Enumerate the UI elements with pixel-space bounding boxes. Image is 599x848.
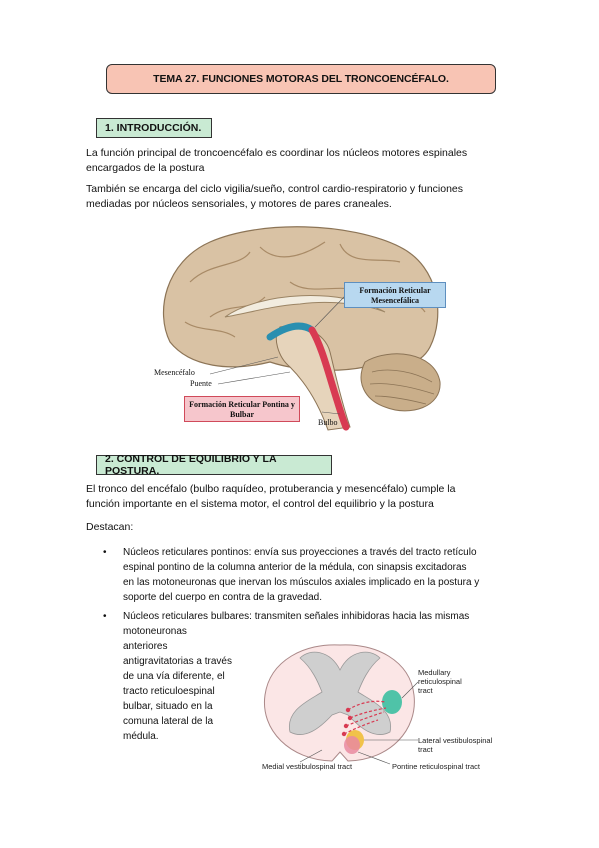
b2-line6: tracto reticuloespinal — [123, 686, 215, 697]
spinal-grey-matter — [289, 651, 391, 735]
lateral-line2: tract — [418, 745, 433, 754]
medullary-line2: reticulospinal — [418, 677, 462, 686]
medullary-line1: Medullary — [418, 668, 451, 677]
intro-p1-line1: La función principal de troncoencéfalo e… — [86, 147, 468, 159]
neuron-dot — [341, 731, 347, 737]
cerebellum-folia — [369, 369, 435, 405]
tract-projections — [343, 700, 387, 735]
b2-line8: comuna lateral de la — [123, 716, 214, 727]
label-bulbo: Bulbo — [318, 418, 338, 427]
bullet-2-continued: anteriores antigravitatorias a través de… — [123, 639, 263, 744]
cerebellum-shape — [360, 353, 441, 412]
pontine-reticulospinal-region — [344, 736, 360, 754]
bullet-dot-icon: • — [103, 611, 107, 622]
b1-line2: espinal pontino de la columna anterior d… — [123, 562, 467, 573]
label-pontine-reticulospinal: Pontine reticulospinal tract — [392, 762, 480, 771]
label-pontina-text: Formación Reticular Pontina y Bulbar — [189, 400, 295, 419]
neuron-dot — [347, 715, 353, 721]
pontine-leader — [357, 751, 391, 765]
neuron-dot — [345, 707, 351, 713]
spinal-cord-illustration — [263, 644, 419, 765]
bullet-1-row: • Núcleos reticulares pontinos: envía su… — [103, 545, 523, 605]
label-medullary-reticulospinal: Medullary reticulospinal tract — [418, 668, 462, 695]
puente-leader — [217, 371, 291, 385]
section-2-heading-text: 2. CONTROL DE EQUILIBRIO Y LA POSTURA. — [105, 453, 277, 477]
bullet-dot-icon: • — [103, 547, 107, 558]
section-2-heading: 2. CONTROL DE EQUILIBRIO Y LA POSTURA. — [96, 453, 332, 477]
b1-line4: soporte del cuerpo en contra de la grave… — [123, 592, 323, 603]
intro-paragraph-1: La función principal de troncoencéfalo e… — [86, 146, 526, 176]
b1-line1: Núcleos reticulares pontinos: envía sus … — [123, 547, 477, 558]
neuron-dot — [343, 723, 349, 729]
b2-line5: de una vía diferente, el — [123, 671, 225, 682]
medial-leader — [299, 749, 323, 763]
b1-line3: en las motoneuronas que inervan los músc… — [123, 577, 480, 588]
b2-line9: médula. — [123, 731, 159, 742]
label-lateral-vestibulospinal: Lateral vestibulospinal tract — [418, 736, 492, 754]
label-formacion-mesencefalica: Formación Reticular Mesencefálica — [344, 282, 446, 308]
b2-line3: anteriores — [123, 641, 168, 652]
medullary-tract-region — [382, 690, 402, 714]
lateral-line1: Lateral vestibulospinal — [418, 736, 493, 745]
s2-p1-line1: El tronco del encéfalo (bulbo raquídeo, … — [86, 483, 456, 495]
label-medial-vestibulospinal: Medial vestibulospinal tract — [262, 762, 353, 771]
b2-line2: motoneuronas — [123, 626, 187, 637]
destacan-label: Destacan: — [86, 521, 134, 533]
bulbo-leader — [321, 411, 341, 415]
intro-paragraph-2: También se encarga del ciclo vigilia/sue… — [86, 182, 536, 212]
bullet-1: • Núcleos reticulares pontinos: envía su… — [103, 545, 523, 605]
mesencefalica-leader — [314, 295, 346, 328]
page-title: TEMA 27. FUNCIONES MOTORAS DEL TRONCOENC… — [106, 64, 496, 94]
section-1-heading: 1. INTRODUCCIÓN. — [96, 118, 212, 138]
intro-p1-line2: encargados de la postura — [86, 162, 205, 174]
page-title-text: TEMA 27. FUNCIONES MOTORAS DEL TRONCOENC… — [153, 73, 449, 85]
section-1-heading-text: 1. INTRODUCCIÓN. — [105, 122, 202, 134]
label-puente: Puente — [190, 379, 212, 388]
pontine-bulbar-tract — [308, 326, 350, 431]
bullet-2-row: • Núcleos reticulares bulbares: transmit… — [103, 609, 523, 639]
label-formacion-pontina: Formación Reticular Pontina y Bulbar — [184, 396, 300, 422]
spinal-cord-figure — [260, 640, 420, 765]
s2-p1-line2: función importante en el sistema motor, … — [86, 498, 434, 510]
section-2-paragraph: El tronco del encéfalo (bulbo raquídeo, … — [86, 482, 526, 512]
medullary-line3: tract — [418, 686, 433, 695]
mesencefalo-leader — [209, 356, 279, 375]
b2-line1: Núcleos reticulares bulbares: transmiten… — [123, 611, 470, 622]
intro-p2-line1: También se encarga del ciclo vigilia/sue… — [86, 183, 464, 195]
b2-line4: antigravitatorias a través — [123, 656, 232, 667]
bullet-2: • Núcleos reticulares bulbares: transmit… — [103, 609, 523, 639]
intro-p2-line2: mediadas por núcleos sensoriales, y moto… — [86, 198, 392, 210]
label-mesencefalica-text: Formación Reticular Mesencefálica — [359, 286, 431, 305]
label-mesencefalo: Mesencéfalo — [154, 368, 195, 377]
b2-line7: bulbar, situado en la — [123, 701, 213, 712]
gyri-lines — [184, 241, 426, 338]
medullary-leader — [401, 681, 419, 699]
brainstem-shape — [275, 325, 351, 431]
